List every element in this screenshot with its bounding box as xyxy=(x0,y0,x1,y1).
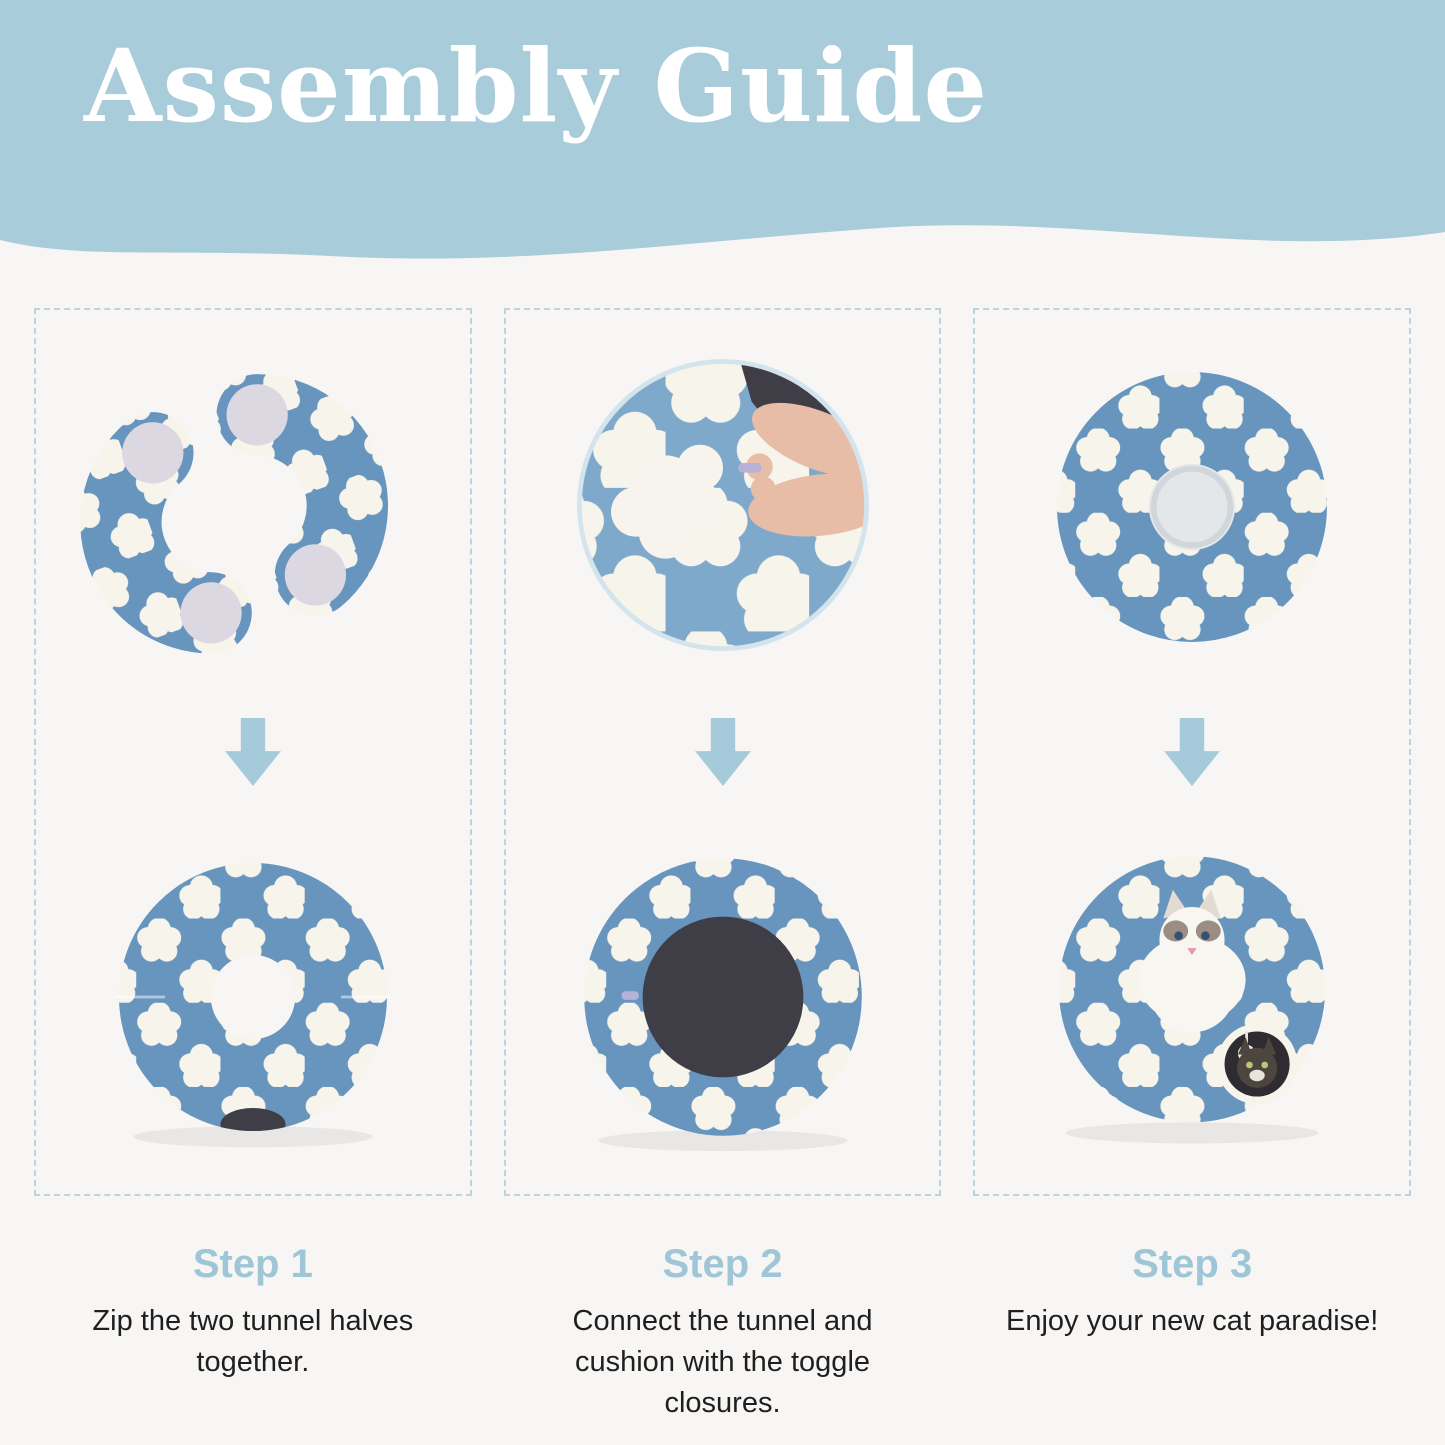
step-2-column: Step 2 Connect the tunnel and cushion wi… xyxy=(503,308,942,1425)
step-3-panel xyxy=(973,308,1412,1196)
step-2-label: Step 2 xyxy=(662,1242,783,1286)
step-3-column: Step 3 Enjoy your new cat paradise! xyxy=(973,308,1412,1425)
step-1-column: Step 1 Zip the two tunnel halves togethe… xyxy=(34,308,472,1425)
cat-bed-with-cats-image xyxy=(1059,856,1326,1144)
white-cat xyxy=(1138,889,1246,1024)
down-arrow-icon xyxy=(1164,718,1221,786)
toggle-closure-photo xyxy=(576,359,869,652)
header-wave xyxy=(0,206,1445,259)
header: Assembly Guide xyxy=(0,0,1445,206)
step-3-description: Enjoy your new cat paradise! xyxy=(1005,1305,1379,1337)
step-1-description: Zip the two tunnel halves together. xyxy=(92,1305,414,1379)
assembled-bed-top-view-image xyxy=(1057,372,1328,642)
step-1-panel xyxy=(34,308,472,1196)
step-1-label: Step 1 xyxy=(192,1242,313,1286)
tunnel-with-cushion-image xyxy=(583,858,862,1152)
tunnel-opening-with-cat xyxy=(1217,1023,1298,1105)
page-title: Assembly Guide xyxy=(84,27,989,145)
steps-row: Step 1 Zip the two tunnel halves togethe… xyxy=(0,268,1445,1425)
step-2-description: Connect the tunnel and cushion with the … xyxy=(572,1305,873,1420)
down-arrow-icon xyxy=(694,718,751,786)
step-3-label: Step 3 xyxy=(1132,1242,1253,1286)
tunnel-halves-image xyxy=(80,374,388,654)
assembled-tunnel-ring-image xyxy=(114,863,391,1148)
down-arrow-icon xyxy=(224,718,281,786)
step-2-panel xyxy=(503,308,942,1196)
